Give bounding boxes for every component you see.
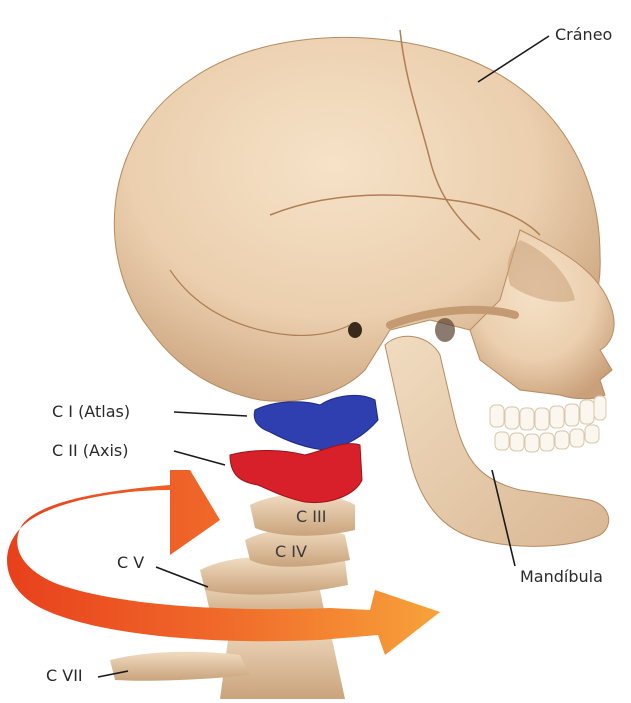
vertebra-c7 <box>110 652 250 681</box>
axis-c2 <box>230 444 362 503</box>
label-craneo: Cráneo <box>555 26 612 44</box>
label-c1-atlas: C I (Atlas) <box>52 403 130 421</box>
teeth <box>490 396 606 452</box>
atlas-c1 <box>254 395 378 450</box>
label-c7: C VII <box>46 667 83 685</box>
label-mandibula: Mandíbula <box>520 568 603 586</box>
label-c5: C V <box>117 554 144 572</box>
label-c4: C IV <box>275 543 307 561</box>
label-c3: C III <box>296 508 326 526</box>
label-c2-axis: C II (Axis) <box>52 442 128 460</box>
